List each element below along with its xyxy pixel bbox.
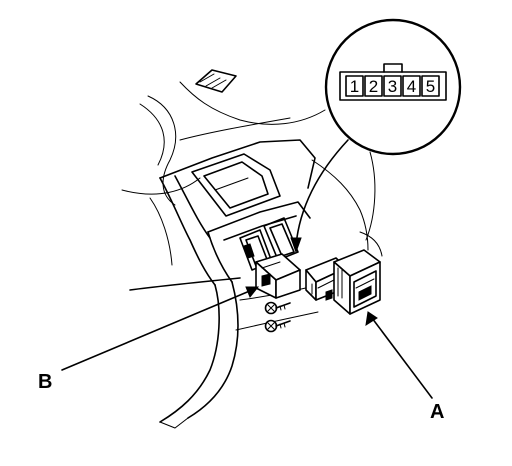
connector-pin-cell: [364, 75, 383, 97]
switch-bracket: [255, 253, 301, 299]
connector-pin-cell: [383, 75, 402, 97]
callout-label-a: A: [430, 401, 444, 423]
connector-pin-number: 3: [388, 77, 397, 96]
switch-assembly: [305, 249, 381, 315]
connector-pin-number: 1: [350, 77, 359, 96]
connector-inset: 1 2 3 4 5: [324, 18, 462, 156]
connector-pin-cell: [402, 75, 421, 97]
callout-label-b: B: [38, 371, 52, 393]
connector-pin-cell: [421, 75, 440, 97]
inset-pointer: [290, 139, 376, 254]
connector-pin-number: 5: [426, 77, 435, 96]
callout-leaders: [61, 286, 433, 399]
connector-pin-cell: [345, 75, 364, 97]
connector-pin-number: 2: [369, 77, 378, 96]
connector-pin-number: 4: [407, 77, 416, 96]
center-console: [159, 139, 383, 429]
dashboard-outline: [121, 69, 326, 291]
mounting-screws: [264, 301, 291, 333]
